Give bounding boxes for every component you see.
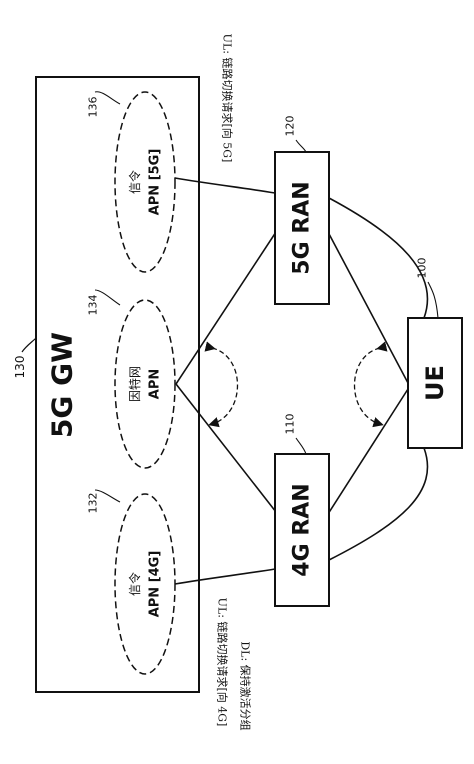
ran-5g-ref-leader <box>295 139 307 153</box>
ue-box <box>407 317 463 449</box>
link-4gran-ue-inner <box>327 388 409 515</box>
link-apn5g-5gran <box>174 177 276 194</box>
link-apn4g-4gran <box>174 568 276 585</box>
apn-5g-ref-leader <box>94 91 121 105</box>
link-keepalive-4gran <box>175 383 277 513</box>
apn-keepalive-line1: 因特网 <box>127 366 142 402</box>
ran-4g-box <box>274 453 330 607</box>
apn-4g-line2: APN [4G] <box>148 551 163 618</box>
apn-keepalive-ref: 134 <box>87 295 100 316</box>
ue-ref-leader <box>427 281 439 319</box>
ran-5g-box <box>274 151 330 305</box>
apn-5g-line1: 信令 <box>127 170 142 194</box>
link-5gran-ue-inner <box>327 231 409 384</box>
link-4gran-ue-outer <box>328 447 429 561</box>
ran-5g-label: 5G RAN <box>290 181 315 274</box>
apn-keepalive-ref-leader <box>94 289 121 306</box>
handover-arrow-ue-side <box>353 341 388 428</box>
link-5gran-ue-outer <box>328 197 429 319</box>
gateway-box <box>35 76 200 693</box>
apn-4g-line1: 信令 <box>127 572 142 596</box>
apn-4g-ellipse <box>114 493 176 675</box>
ran-4g-label: 4G RAN <box>290 483 315 576</box>
apn-4g-ref: 132 <box>87 493 100 514</box>
gateway-label: 5G GW <box>46 332 79 438</box>
note-bottom-dl: DL: 保持激活分组 <box>239 641 253 730</box>
apn-keepalive-ellipse <box>114 299 176 469</box>
apn-keepalive-line2: APN <box>148 369 163 399</box>
handover-arrow-gw-side <box>204 341 239 428</box>
ran-4g-ref-leader <box>295 437 307 455</box>
note-bottom-ul: UL: 链路切换请求[向 4G] <box>216 598 230 727</box>
link-keepalive-5gran <box>175 231 277 385</box>
connection-lines <box>174 177 429 585</box>
apn-5g-ref: 136 <box>87 97 100 118</box>
apn-5g-ellipse <box>114 91 176 273</box>
ran-5g-ref: 120 <box>284 116 297 137</box>
handover-arrows <box>204 341 388 428</box>
gateway-ref: 130 <box>13 356 27 379</box>
apn-4g-ref-leader <box>94 489 121 503</box>
ue-label: UE <box>421 365 449 401</box>
ran-4g-ref: 110 <box>284 414 297 435</box>
note-top-ul: UL: 链路切换请求[向 5G] <box>221 34 235 163</box>
gateway-ref-leader <box>21 337 37 353</box>
apn-5g-line2: APN [5G] <box>148 149 163 216</box>
ue-ref: 100 <box>416 258 429 279</box>
